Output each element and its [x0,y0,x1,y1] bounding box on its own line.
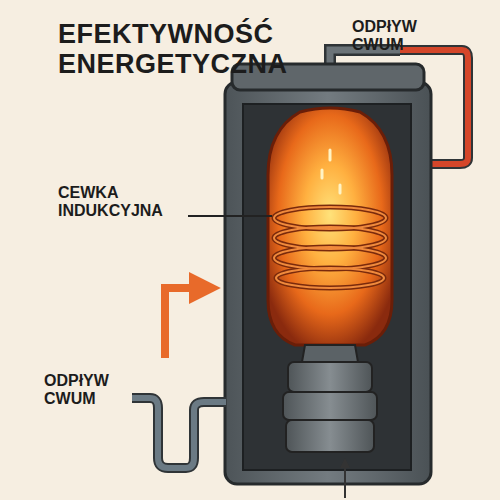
diagram-title: EFEKTYWNOŚĆ ENERGETYCZNA [58,20,303,79]
heated-vessel [268,108,392,345]
inflow-arrow [165,288,208,358]
outlet-label: ODPłYW CWUM [44,372,144,407]
cold-pipe [132,398,226,468]
outlet-label: ODPłYW CWUM [352,18,452,53]
cold-pipe [132,398,226,468]
induction-coil [274,207,386,288]
leader-line [188,215,272,217]
base-block [283,392,377,420]
leader-arrow [344,462,346,498]
vessel-neck [302,345,358,362]
base-block [286,420,374,452]
base-block [288,362,372,392]
part-label: CEWKA INDUKCYJNA [58,184,198,219]
tank-body [225,82,431,484]
tank-cutaway [243,104,411,470]
glow-sparks [322,150,340,193]
